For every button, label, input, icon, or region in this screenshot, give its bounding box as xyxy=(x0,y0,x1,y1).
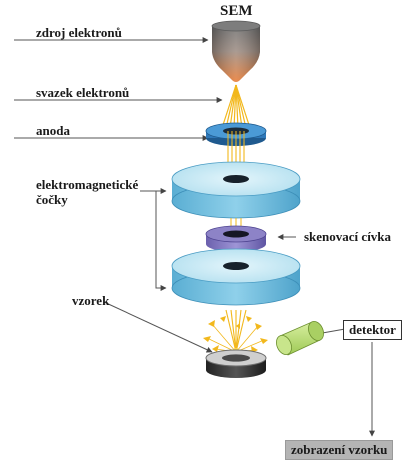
label-electron-source: zdroj elektronů xyxy=(36,25,122,40)
sample-leader xyxy=(103,301,213,353)
sample xyxy=(205,349,267,378)
electron-beam-focus xyxy=(225,309,247,353)
detector xyxy=(276,321,324,356)
label-sample: vzorek xyxy=(72,293,110,308)
electron-beam xyxy=(221,84,251,129)
diagram-title: SEM xyxy=(220,3,253,19)
lenses-leader-lower xyxy=(150,190,167,291)
electron-source xyxy=(211,20,261,82)
electromagnetic-lens-lower xyxy=(171,248,301,306)
label-display: zobrazení vzorku xyxy=(285,440,394,460)
electromagnetic-lens-upper xyxy=(171,161,301,219)
leader-lines xyxy=(14,37,375,437)
label-anode: anoda xyxy=(36,123,70,138)
anode xyxy=(205,122,267,146)
label-lenses-line2: čočky xyxy=(36,192,68,207)
scan-coil xyxy=(205,225,267,252)
label-electron-beam: svazek elektronů xyxy=(36,85,130,100)
label-lenses-line1: elektromagnetické xyxy=(36,177,139,192)
label-detector: detektor xyxy=(343,320,402,340)
label-scan-coil: skenovací cívka xyxy=(304,229,392,244)
